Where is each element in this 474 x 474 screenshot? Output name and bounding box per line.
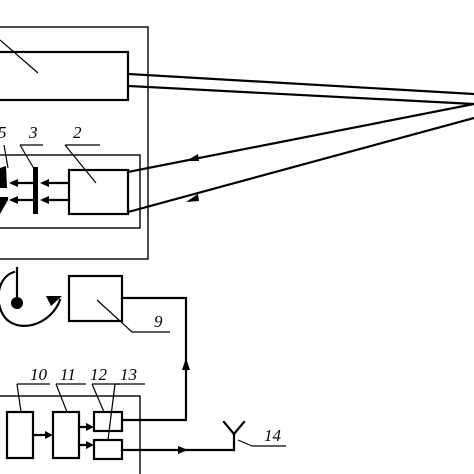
label-11: 11 bbox=[60, 365, 76, 384]
rotation-arc bbox=[0, 270, 62, 327]
label-3: 3 bbox=[28, 123, 38, 142]
link-13-to-antenna-arrow bbox=[178, 446, 188, 454]
label-14: 14 bbox=[264, 426, 282, 445]
label-9: 9 bbox=[154, 312, 163, 331]
link-10-to-11-arrow bbox=[45, 431, 53, 439]
path-2-to-3-upper-arrow bbox=[40, 179, 49, 187]
receiver-frame bbox=[0, 154, 141, 229]
label-12-leader bbox=[91, 383, 105, 413]
label-2: 2 bbox=[73, 123, 82, 142]
label-10: 10 bbox=[30, 365, 48, 384]
label-14-leader bbox=[237, 439, 253, 447]
block-12 bbox=[92, 410, 124, 433]
block-13 bbox=[92, 438, 124, 461]
element-3-plate bbox=[33, 167, 38, 214]
return-beam-lower-arrow bbox=[186, 194, 199, 202]
label-13: 13 bbox=[120, 365, 137, 384]
antenna-left-arm bbox=[222, 420, 236, 436]
block-11 bbox=[51, 410, 81, 460]
path-2-to-3-lower-arrow bbox=[40, 196, 49, 204]
outgoing-beam-lower bbox=[126, 84, 474, 106]
antenna-right-arm bbox=[232, 420, 246, 436]
emitter-block bbox=[0, 50, 130, 102]
return-beam-lower bbox=[126, 116, 474, 214]
element-5-lower bbox=[0, 197, 8, 214]
emitter-label-leader bbox=[0, 39, 39, 74]
label-3-leader bbox=[19, 144, 37, 173]
label-11-leader bbox=[55, 383, 68, 413]
label-5-leader bbox=[3, 144, 9, 169]
outgoing-beam-upper bbox=[126, 72, 474, 96]
block-9 bbox=[67, 274, 124, 323]
label-12: 12 bbox=[90, 365, 108, 384]
link-9-to-12-arrow bbox=[182, 358, 190, 370]
label-13-leader bbox=[107, 383, 116, 441]
rotation-pivot bbox=[11, 297, 23, 309]
return-beam-upper-arrow bbox=[186, 154, 199, 161]
return-beam-upper bbox=[126, 102, 474, 174]
label-10-leader bbox=[16, 383, 22, 413]
label-5: 5 bbox=[0, 123, 7, 142]
element-5-upper bbox=[0, 166, 7, 188]
label-2-leader bbox=[64, 144, 97, 184]
path-3-to-5-lower-arrow bbox=[9, 196, 18, 204]
rotation-arrow bbox=[46, 296, 62, 306]
block-10 bbox=[5, 410, 35, 460]
block-2-receiver bbox=[67, 168, 130, 216]
link-11-to-12-arrow bbox=[86, 423, 94, 431]
link-11-to-13-arrow bbox=[86, 441, 94, 449]
lower-housing-frame bbox=[0, 395, 141, 474]
upper-housing-frame bbox=[0, 26, 149, 260]
label-9-leader bbox=[96, 299, 133, 333]
path-3-to-5-upper-arrow bbox=[9, 179, 18, 187]
